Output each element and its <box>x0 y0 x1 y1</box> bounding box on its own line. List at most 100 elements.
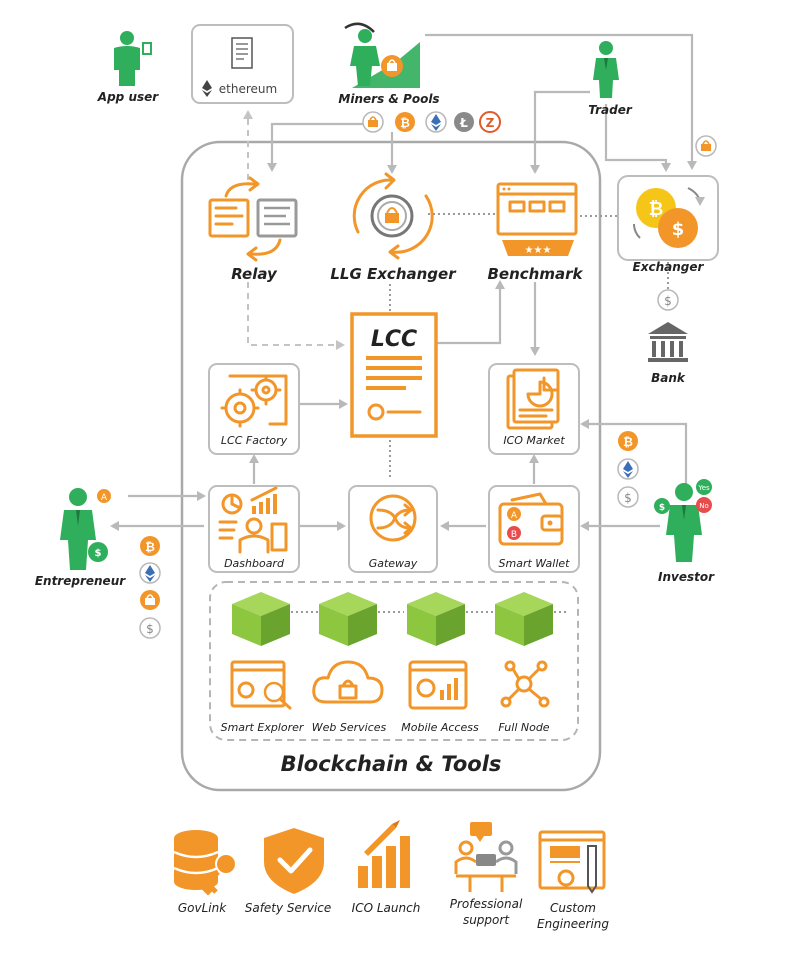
gateway-shuffle-icon <box>369 494 417 542</box>
govlink-label: GovLink <box>178 901 227 915</box>
yes-badge: Yes <box>696 479 712 495</box>
smart-wallet-label: Smart Wallet <box>499 557 571 570</box>
benchmark-label: Benchmark <box>488 265 584 283</box>
smart-explorer-icon <box>230 660 292 710</box>
lcc-document-icon <box>350 312 438 438</box>
smart-wallet-component: A B Smart Wallet <box>488 485 580 573</box>
relay-component: Relay <box>208 176 298 283</box>
safety-service-label: Safety Service <box>245 901 332 915</box>
app-user-label: App user <box>97 90 159 104</box>
svg-text:$: $ <box>624 491 632 505</box>
trader-label: Trader <box>588 103 633 117</box>
llg-coin-icon <box>140 590 160 610</box>
ico-launch-label: ICO Launch <box>352 901 421 915</box>
exchanger-label: Exchanger <box>633 260 705 274</box>
svg-text:A: A <box>101 493 108 503</box>
full-node-label: Full Node <box>498 721 549 734</box>
svg-text:A: A <box>511 511 518 521</box>
bitcoin-coin-icon: ₿ <box>140 536 160 556</box>
llg-exchanger-component: LLG Exchanger <box>330 172 457 283</box>
shield-check-icon <box>264 828 324 894</box>
wallet-icon: A B <box>498 492 564 546</box>
service-professional-support: Professional support <box>450 822 523 927</box>
svg-text:B: B <box>511 530 517 540</box>
gateway-component: Gateway <box>348 485 438 573</box>
smart-explorer-label: Smart Explorer <box>221 721 305 734</box>
ico-market-label: ICO Market <box>503 434 565 447</box>
dashboard-component: Dashboard <box>208 485 300 573</box>
miners-pools-label: Miners & Pools <box>338 92 439 106</box>
entrepreneur-label: Entrepreneur <box>35 574 126 588</box>
miners-coins: ₿ Ł Z <box>362 111 501 133</box>
svg-text:Yes: Yes <box>697 484 710 492</box>
svg-text:Z: Z <box>486 116 495 130</box>
svg-text:$: $ <box>146 622 154 636</box>
app-user-icon <box>114 31 152 86</box>
document-icon <box>231 37 253 69</box>
block-cube-icon <box>407 592 465 646</box>
service-govlink: GovLink <box>173 830 237 915</box>
ethereum-text: ethereum <box>219 82 277 96</box>
web-services-label: Web Services <box>312 721 387 734</box>
database-key-icon <box>173 830 237 896</box>
tool-full-node: Full Node <box>498 660 550 734</box>
dollar-coin-icon: $ <box>617 486 639 508</box>
mobile-chart-icon <box>408 660 468 710</box>
relay-icon <box>208 176 298 262</box>
tool-web-services: Web Services <box>312 660 387 734</box>
lcc-factory-component: LCC Factory <box>208 363 300 455</box>
ethereum-logo-icon <box>202 80 212 97</box>
relay-label: Relay <box>231 265 278 283</box>
svg-text:₿: ₿ <box>145 540 155 554</box>
dollar-coin-icon: $ <box>139 617 161 639</box>
rocket-chart-icon <box>358 820 410 888</box>
mobile-access-label: Mobile Access <box>401 721 479 734</box>
no-badge: No <box>696 497 712 513</box>
tool-smart-explorer: Smart Explorer <box>221 660 305 734</box>
svg-text:Ł: Ł <box>459 116 468 130</box>
dashboard-icon <box>218 486 288 554</box>
app-user-actor: App user <box>97 31 159 104</box>
investor-icon: $ <box>654 483 702 562</box>
entrepreneur-icon: $ <box>60 488 108 570</box>
gateway-label: Gateway <box>369 557 418 570</box>
bitcoin-coin-icon: ₿ <box>618 431 638 451</box>
ethereum-box: ethereum <box>191 24 294 104</box>
svg-text:★★★: ★★★ <box>525 245 552 256</box>
tool-mobile-access: Mobile Access <box>401 660 479 734</box>
trader-actor: Trader <box>588 41 633 117</box>
service-ico-launch: ICO Launch <box>352 820 421 915</box>
blockchain-tools-title: Blockchain & Tools <box>281 752 502 776</box>
ether-coin-icon <box>617 458 639 480</box>
bank-label: Bank <box>651 371 686 385</box>
currency-exchange-icon: ₿ $ <box>633 187 705 248</box>
llg-exchanger-label: LLG Exchanger <box>330 265 457 283</box>
exchanger-box: ₿ $ Exchanger <box>617 175 719 274</box>
llg-coin-icon <box>362 111 384 133</box>
trader-icon <box>593 41 619 98</box>
bitcoin-coin-icon: ₿ <box>395 112 415 132</box>
lcc-component: LCC <box>350 312 438 438</box>
block-cube-icon <box>319 592 377 646</box>
network-node-icon <box>500 660 550 708</box>
litecoin-icon: Ł <box>454 112 474 132</box>
svg-text:No: No <box>699 502 709 510</box>
support-meeting-icon <box>454 822 518 892</box>
svg-text:$: $ <box>659 503 665 513</box>
dollar-coin-icon: $ <box>657 289 679 311</box>
llg-exchanger-icon <box>352 172 434 260</box>
gears-icon <box>220 374 288 428</box>
investor-label: Investor <box>658 570 715 584</box>
professional-label: Professional <box>450 897 523 911</box>
engineering-label: Engineering <box>537 917 609 931</box>
svg-text:₿: ₿ <box>623 435 633 449</box>
service-safety-service: Safety Service <box>245 828 332 915</box>
block-cube-icon <box>232 592 290 646</box>
lcc-label: LCC <box>371 327 417 352</box>
service-custom-engineering: Custom Engineering <box>537 830 609 931</box>
investor-actor: $ Yes No Investor <box>654 479 715 584</box>
bank-icon <box>648 322 688 362</box>
miners-pools-actor: Miners & Pools ₿ Ł Z <box>338 22 501 133</box>
svg-text:$: $ <box>664 294 672 308</box>
